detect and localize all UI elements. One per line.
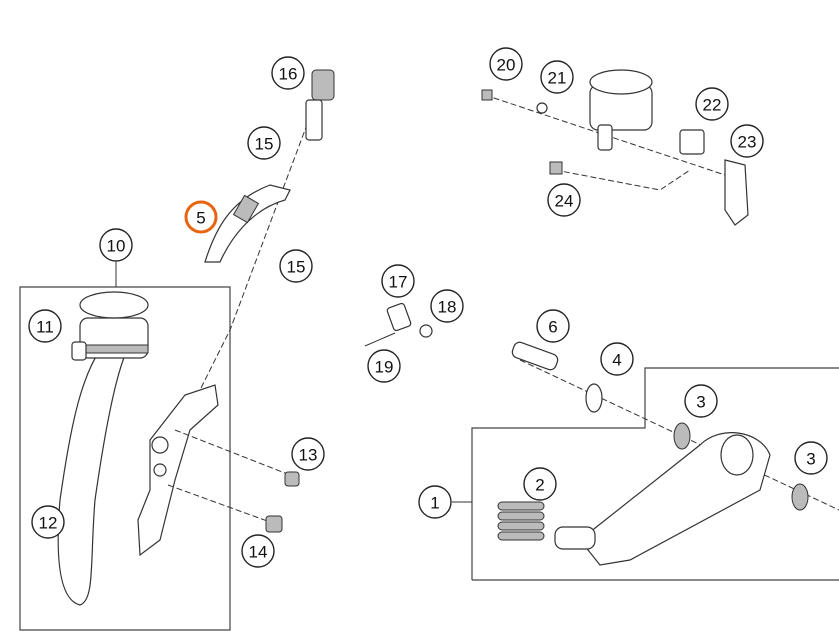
callout-label: 3 [806,450,815,469]
callout-label: 5 [196,209,205,228]
callout-3[interactable]: 3 [794,441,828,475]
brake-hose [184,69,335,421]
callout-4[interactable]: 4 [600,342,634,376]
callout-14[interactable]: 14 [241,534,275,568]
callout-15[interactable]: 15 [279,249,313,283]
callout-24[interactable]: 24 [547,183,581,217]
callout-label: 1 [430,494,439,513]
callout-label: 14 [249,543,268,562]
callout-21[interactable]: 21 [540,60,574,94]
callout-2[interactable]: 2 [523,467,557,501]
callout-17[interactable]: 17 [381,264,415,298]
callout-label: 19 [375,358,394,377]
callout-10[interactable]: 10 [99,228,133,262]
callout-22[interactable]: 22 [695,87,729,121]
callout-5-highlighted[interactable]: 5 [184,200,218,234]
callout-15[interactable]: 15 [247,126,281,160]
callout-label: 18 [438,298,457,317]
callout-19[interactable]: 19 [367,349,401,383]
callout-label: 23 [738,133,757,152]
master-cylinder [137,384,300,557]
callout-label: 13 [299,446,318,465]
callout-label: 22 [703,96,722,115]
callout-12[interactable]: 12 [31,505,65,539]
assembly-box-10 [19,286,231,631]
callout-label: 17 [389,273,408,292]
assembly-box-1 [471,367,839,581]
spring-2 [497,501,545,541]
callout-18[interactable]: 18 [430,289,464,323]
callout-label: 12 [39,514,58,533]
callout-label: 3 [696,393,705,412]
callout-label: 24 [555,192,574,211]
callout-label: 16 [279,65,298,84]
callout-label: 15 [287,258,306,277]
callout-label: 20 [497,56,516,75]
callout-label: 2 [535,476,544,495]
callout-label: 4 [612,351,621,370]
callout-11[interactable]: 11 [28,309,62,343]
callout-label: 10 [107,237,126,256]
callout-label: 6 [548,318,557,337]
callout-20[interactable]: 20 [489,47,523,81]
callout-23[interactable]: 23 [730,124,764,158]
callout-3[interactable]: 3 [684,384,718,418]
callout-label: 11 [36,318,54,337]
rear-reservoir [481,69,749,226]
reservoir-11 [57,291,149,606]
callout-label: 21 [548,69,567,88]
callout-1[interactable]: 1 [418,485,452,519]
callout-6[interactable]: 6 [536,309,570,343]
pin-parts [364,302,433,347]
callout-13[interactable]: 13 [291,437,325,471]
callout-label: 15 [255,135,274,154]
brake-pedal [497,341,839,566]
callout-16[interactable]: 16 [271,56,305,90]
